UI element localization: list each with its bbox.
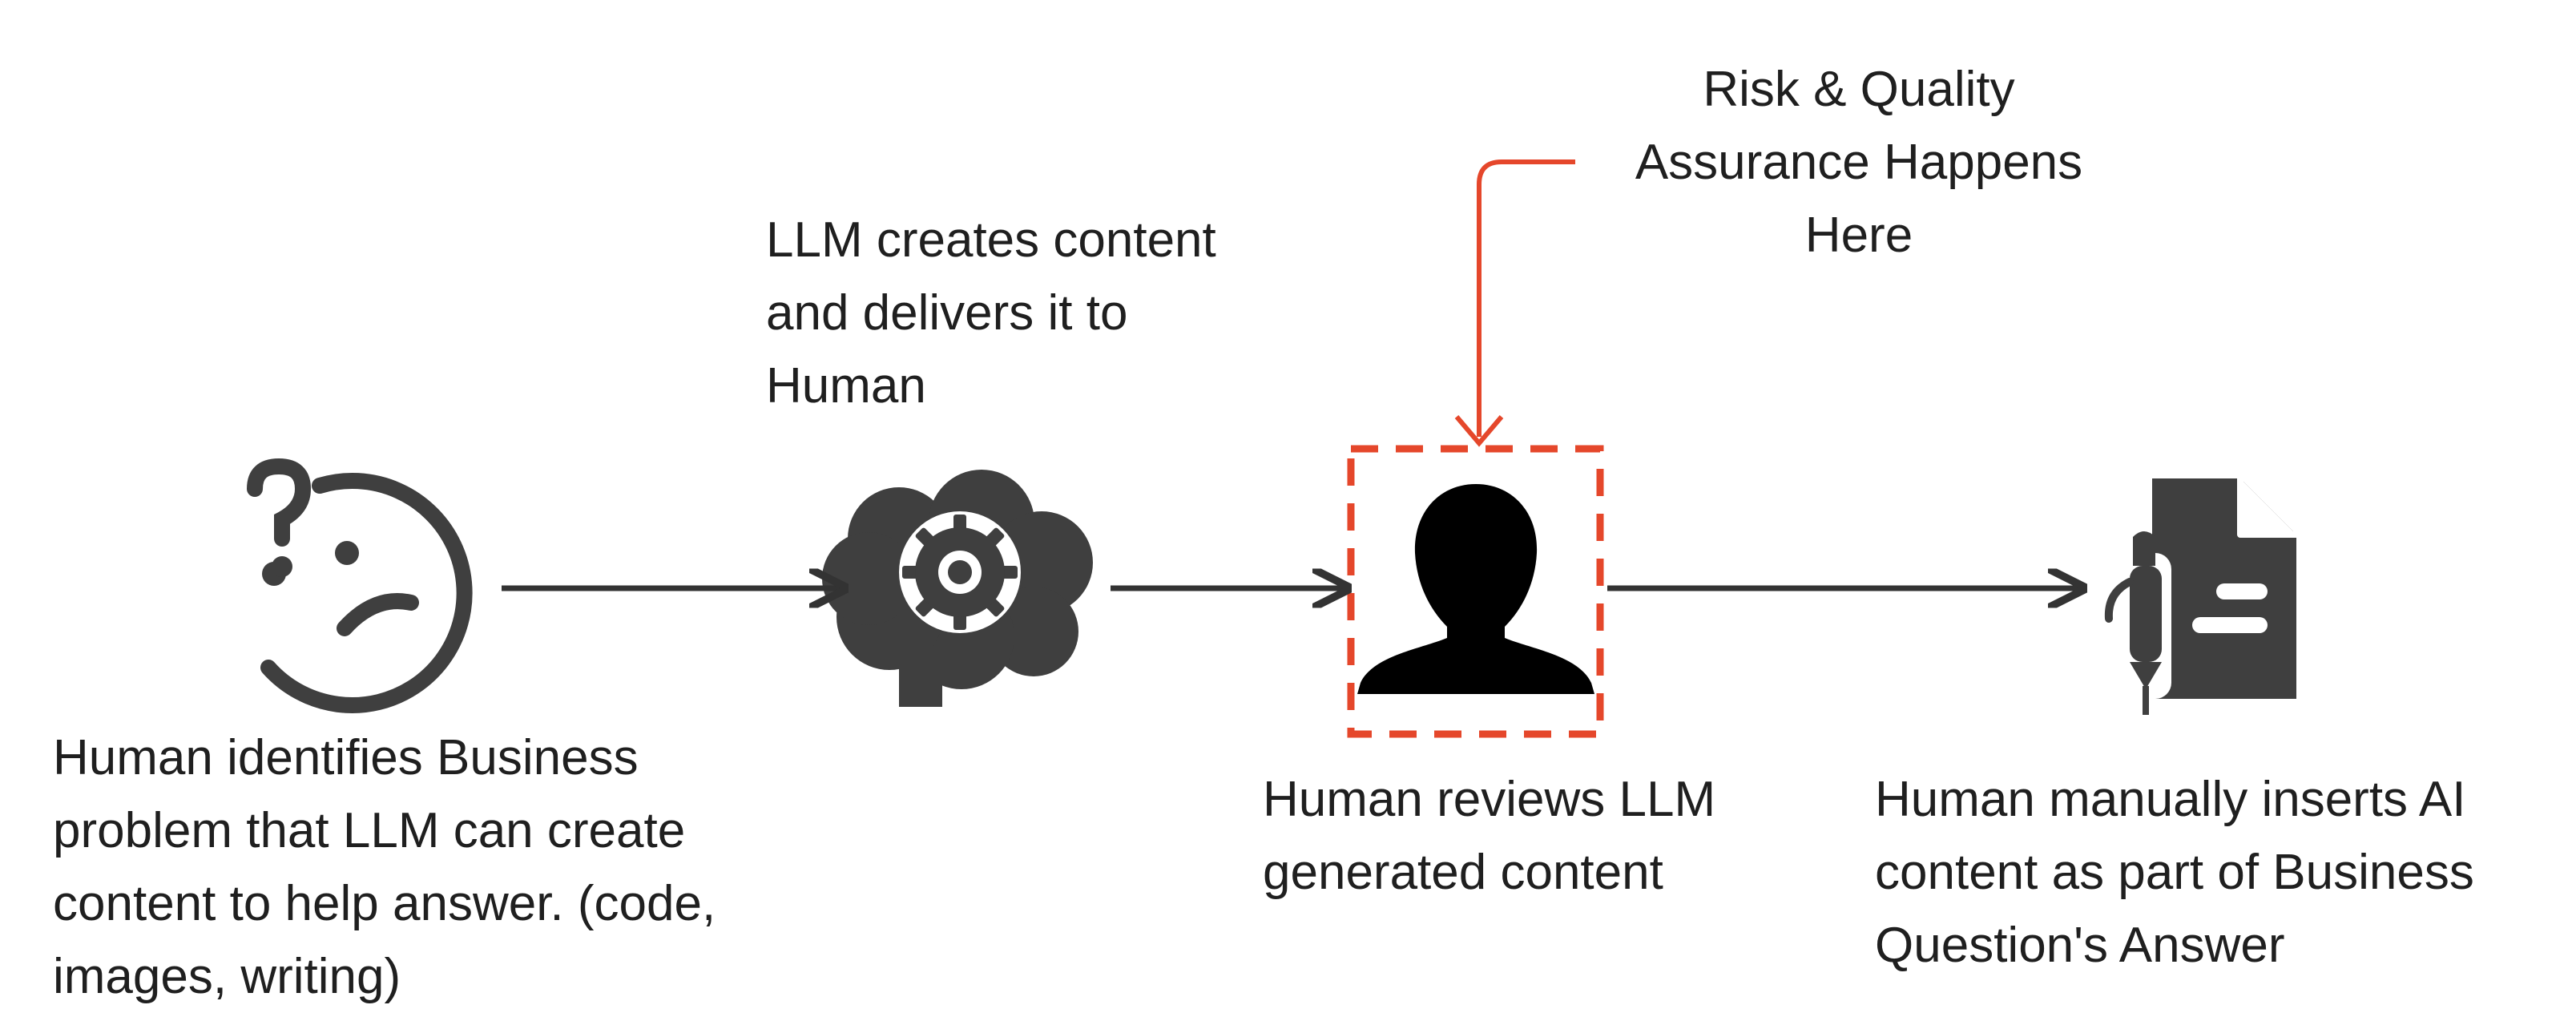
document-pen-icon: [2104, 478, 2296, 715]
brain-gear-icon: [822, 470, 1093, 707]
callout-arrowhead: [1454, 415, 1504, 447]
step4-description: Human manually inserts AI content as par…: [1875, 772, 2474, 973]
callout-arrow: [1477, 159, 1575, 437]
risk-quality-callout: Risk & Quality Assurance Happens Here: [1635, 62, 2083, 263]
confused-face-icon: [247, 458, 473, 713]
step3-description: Human reviews LLM generated content: [1263, 772, 1716, 900]
step2-description: LLM creates content and delivers it to H…: [766, 212, 1216, 414]
person-icon: [1357, 484, 1594, 694]
step1-description: Human identifies Business problem that L…: [53, 730, 716, 1004]
